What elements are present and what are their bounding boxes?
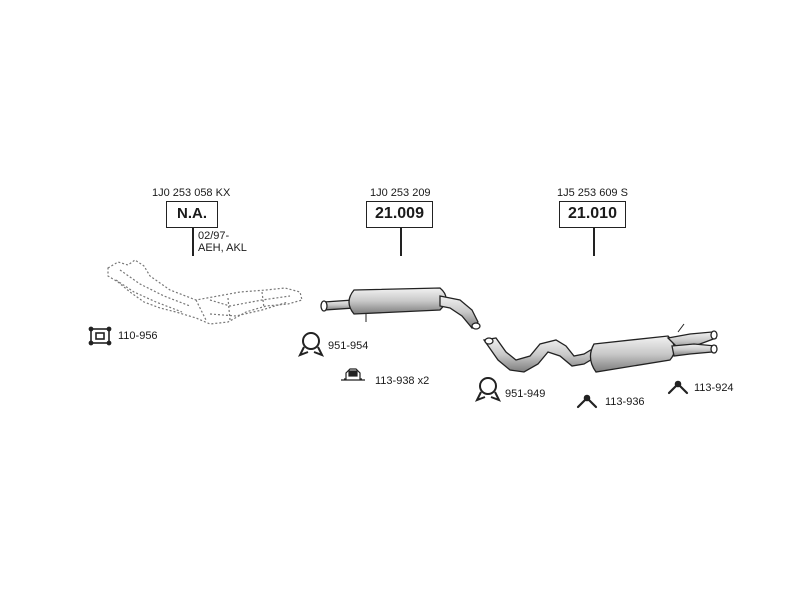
note-label: 02/97- [198,230,230,242]
part-number-label: 1J0 253 058 KX [152,187,231,199]
rear-silencer [482,323,718,373]
reference-box: N.A. [166,201,218,228]
note-label: AEH, AKL [198,242,247,254]
fitting-code: 113-936 [605,396,645,408]
part-number-label: 1J5 253 609 S [557,187,628,199]
leader-line [192,228,194,256]
fitting-code: 951-949 [505,388,546,400]
rubber-hanger-icon [667,380,689,395]
mount-bracket-icon [341,368,365,381]
gasket-icon [88,326,112,346]
reference-box: 21.010 [559,201,626,228]
leader-line [400,228,402,256]
fitting-code: 113-938 x2 [375,375,430,387]
front-pipe-catalyst [107,259,303,325]
fitting-code: 113-924 [694,382,734,394]
fitting-code: 951-954 [328,340,369,352]
reference-box: 21.009 [366,201,433,228]
fitting-code: 110-956 [118,330,158,342]
leader-line [593,228,595,256]
clamp-icon [297,332,325,357]
middle-silencer [320,287,481,330]
clamp-icon [474,377,502,402]
rubber-hanger-icon [576,394,598,409]
part-number-label: 1J0 253 209 [370,187,431,199]
